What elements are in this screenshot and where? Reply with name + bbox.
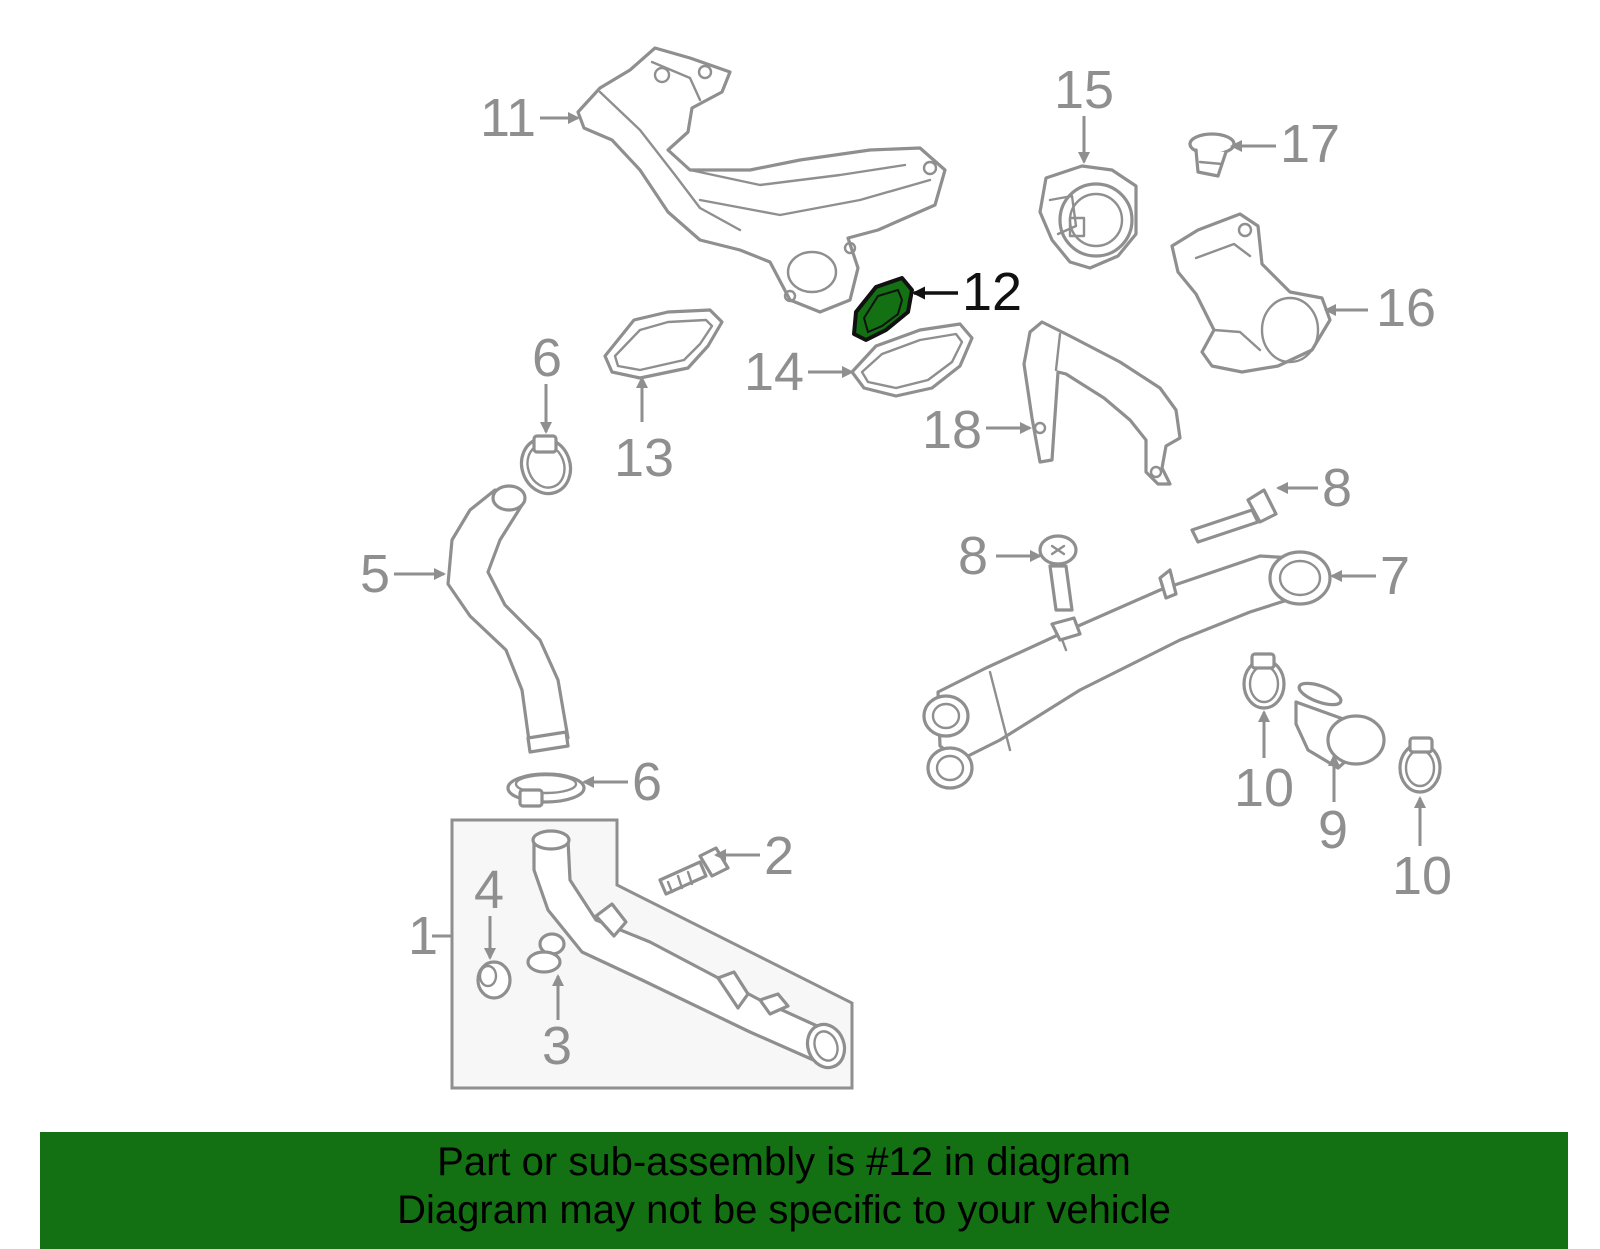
callout-4: 4 xyxy=(474,860,504,920)
part-2-bolt xyxy=(658,846,730,896)
callout-17: 17 xyxy=(1280,114,1340,174)
part-10-clamp-left xyxy=(1242,652,1286,710)
part-6-clamp-upper xyxy=(519,434,573,496)
callout-11: 11 xyxy=(480,88,536,148)
callout-14: 14 xyxy=(744,342,804,402)
callout-8-lower: 8 xyxy=(958,526,988,586)
part-3-plug xyxy=(526,932,566,974)
callout-9: 9 xyxy=(1318,800,1348,860)
part-18-bracket xyxy=(1022,320,1182,486)
part-12-gasket xyxy=(852,276,914,342)
callout-10-right: 10 xyxy=(1392,846,1452,906)
part-13-gasket xyxy=(603,308,724,380)
callout-7: 7 xyxy=(1380,546,1410,606)
part-17-plug xyxy=(1188,132,1236,178)
part-6-clamp-lower xyxy=(506,772,586,808)
callout-2: 2 xyxy=(764,826,794,886)
part-15-throttle-body xyxy=(1038,164,1138,270)
banner-line-2: Diagram may not be specific to your vehi… xyxy=(397,1188,1171,1232)
callout-5: 5 xyxy=(360,544,390,604)
part-11-intake-duct xyxy=(576,46,947,314)
callout-13: 13 xyxy=(614,428,674,488)
part-5-hose xyxy=(446,484,570,754)
callout-12: 12 xyxy=(962,262,1022,322)
part-9-hose-sleeve xyxy=(1294,681,1386,770)
callout-8-upper: 8 xyxy=(1322,458,1352,518)
callout-arrows xyxy=(394,112,1426,1020)
banner-line-1: Part or sub-assembly is #12 in diagram xyxy=(437,1140,1131,1184)
part-7-intercooler-pipe xyxy=(922,550,1332,790)
callout-6-upper: 6 xyxy=(532,328,562,388)
info-banner: Part or sub-assembly is #12 in diagram D… xyxy=(40,1132,1568,1249)
callout-18: 18 xyxy=(922,400,982,460)
callout-6-lower: 6 xyxy=(632,752,662,812)
part-1-pipe-assembly xyxy=(531,829,847,1070)
callout-10-left: 10 xyxy=(1234,758,1294,818)
part-14-gasket xyxy=(850,322,974,398)
part-16-elbow-duct xyxy=(1170,212,1332,374)
part-4-grommet xyxy=(476,960,512,1000)
part-8-bolt-lower xyxy=(1038,534,1078,612)
callout-16: 16 xyxy=(1376,278,1436,338)
part-10-clamp-right xyxy=(1398,736,1442,794)
part-8-bolt-upper xyxy=(1190,488,1278,544)
callout-3: 3 xyxy=(542,1016,572,1076)
callout-1: 1 xyxy=(408,906,438,966)
callout-15: 15 xyxy=(1054,60,1114,120)
